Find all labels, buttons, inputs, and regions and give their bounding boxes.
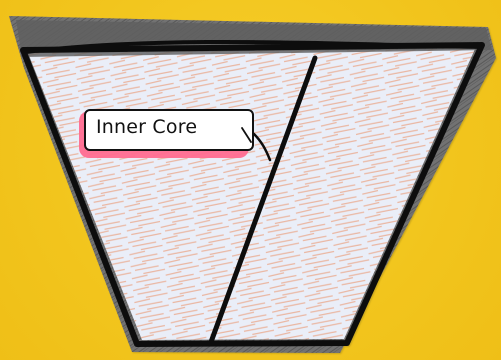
crayon-fill <box>28 49 475 340</box>
inner-core-label: Inner Core <box>96 112 248 142</box>
paper-cutout <box>9 16 496 353</box>
